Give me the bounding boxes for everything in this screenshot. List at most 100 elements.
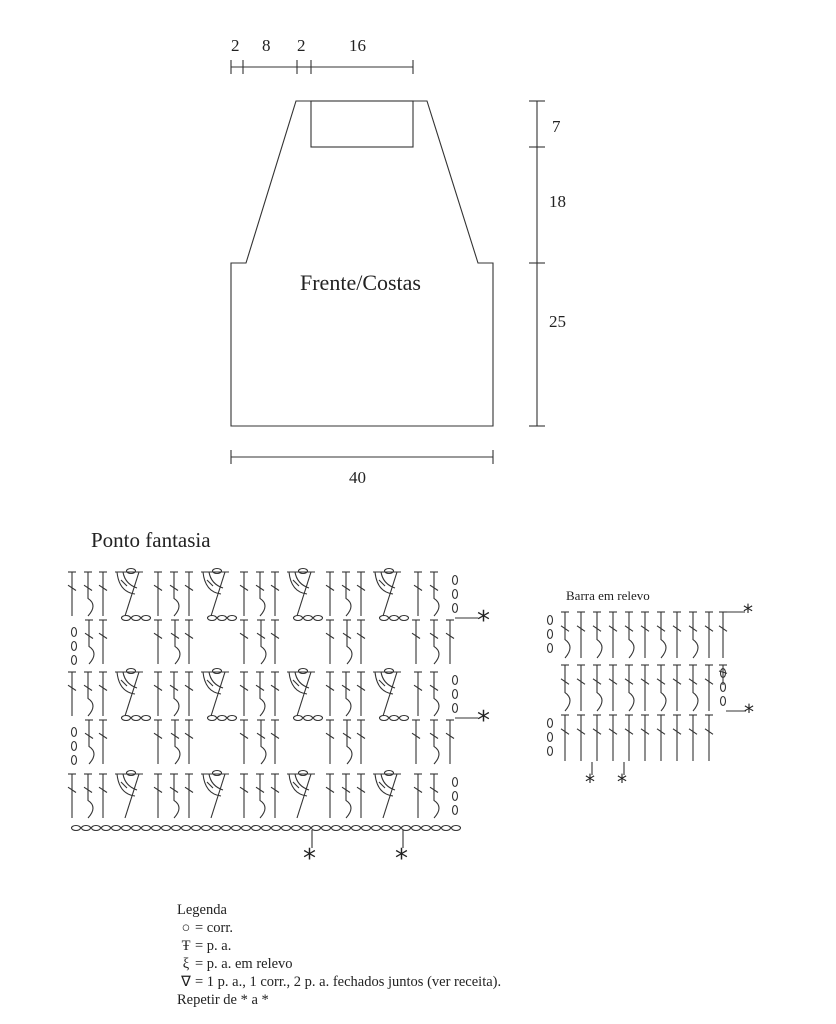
double-crochet-symbol	[576, 714, 586, 761]
dim-top-4: 16	[349, 36, 366, 55]
double-crochet-symbol	[67, 571, 77, 616]
shell-arc	[122, 571, 138, 589]
shell-cluster-symbol	[373, 769, 401, 819]
chain-symbol	[130, 614, 142, 622]
double-crochet-symbol	[98, 719, 108, 764]
stitch-stem	[433, 720, 440, 765]
stitch-bar	[672, 728, 682, 735]
chain-symbol	[388, 714, 400, 722]
double-crochet-symbol	[270, 719, 280, 764]
shell-bar	[378, 579, 386, 587]
chain-symbol	[410, 824, 422, 832]
repeat-asterisk: *	[744, 700, 754, 724]
relief-double-crochet-symbol	[256, 619, 267, 665]
top-dimension-line	[230, 60, 414, 74]
chain-symbol	[378, 714, 390, 722]
chain-symbol	[216, 614, 228, 622]
chain-symbol	[451, 776, 459, 788]
stitch-bar	[672, 678, 682, 685]
double-crochet-symbol	[98, 619, 108, 664]
stitch-stem	[345, 572, 352, 617]
chain-symbol	[398, 714, 410, 722]
shell-arc	[294, 571, 310, 589]
relief-double-crochet-symbol	[342, 719, 353, 765]
chain-symbol	[70, 824, 82, 832]
chain-symbol	[297, 769, 309, 777]
shell-cluster-symbol	[115, 667, 143, 717]
stitch-stem	[346, 720, 353, 765]
double-crochet-symbol	[184, 619, 194, 664]
chain-symbol	[210, 824, 222, 832]
stitch-bar	[325, 684, 335, 691]
stitch-bar	[342, 732, 352, 739]
relief-double-crochet-symbol	[255, 671, 266, 717]
stitch-bar	[239, 584, 249, 591]
stitch-bar	[84, 632, 94, 639]
legend-item: ∇= 1 p. a., 1 corr., 2 p. a. fechados ju…	[177, 973, 501, 991]
stitch-stem	[346, 620, 353, 665]
double-crochet-symbol	[325, 773, 335, 818]
relief-double-crochet-symbol	[83, 671, 94, 717]
shell-arc	[116, 671, 136, 695]
stitch-stem	[660, 612, 667, 659]
stitch-bar	[325, 732, 335, 739]
stitch-bar	[356, 732, 366, 739]
legend-item: Ŧ= p. a.	[177, 937, 501, 955]
double-crochet-symbol	[184, 719, 194, 764]
stitch-bar	[153, 732, 163, 739]
stitch-bar	[688, 625, 698, 632]
relief-double-crochet-symbol	[624, 664, 635, 712]
stitch-bar	[153, 584, 163, 591]
double-crochet-symbol	[356, 773, 366, 818]
chain-symbol	[190, 824, 202, 832]
double-crochet-symbol	[356, 619, 366, 664]
stitch-bar	[445, 632, 455, 639]
shell-arc	[380, 671, 396, 689]
chain-symbol	[206, 614, 218, 622]
relief-double-crochet-symbol	[429, 619, 440, 665]
chain-symbol	[546, 717, 554, 729]
relief-double-crochet-symbol	[592, 611, 603, 659]
stitch-bar	[624, 728, 634, 735]
stitch-bar	[256, 732, 266, 739]
stitch-stem	[433, 672, 440, 717]
relief-double-crochet-symbol	[170, 619, 181, 665]
double-crochet-symbol	[718, 664, 728, 685]
double-crochet-symbol	[270, 773, 280, 818]
stitch-bar	[718, 625, 728, 632]
stitch-bar	[184, 732, 194, 739]
relief-double-crochet-symbol	[560, 664, 571, 712]
chain-symbol	[180, 824, 192, 832]
chain-symbol	[90, 824, 102, 832]
chain-symbol	[220, 824, 232, 832]
chain-symbol	[80, 824, 92, 832]
chain-symbol	[125, 667, 137, 675]
chain-symbol	[226, 714, 238, 722]
double-crochet-symbol	[672, 664, 682, 711]
double-crochet-symbol	[411, 719, 421, 764]
stitch-stem	[174, 720, 181, 765]
stitch-bar	[325, 584, 335, 591]
stitch-bar	[688, 728, 698, 735]
relief-double-crochet-symbol	[341, 773, 352, 819]
shell-arc	[122, 773, 138, 791]
double-crochet-symbol	[270, 619, 280, 664]
shell-arc	[380, 571, 396, 589]
chain-symbol	[70, 726, 78, 738]
repeat-asterisk: *	[743, 600, 753, 624]
relief-double-crochet-symbol	[688, 664, 699, 712]
chain-symbol	[70, 740, 78, 752]
chain-symbol	[280, 824, 292, 832]
stitch-bar	[608, 728, 618, 735]
double-crochet-symbol	[153, 571, 163, 616]
chain-symbol	[451, 574, 459, 586]
stitch-bar	[239, 786, 249, 793]
stitch-stem	[564, 612, 571, 659]
stitch-stem	[87, 672, 94, 717]
stitch-bar	[67, 584, 77, 591]
stitch-stem	[173, 672, 180, 717]
chain-symbol	[290, 824, 302, 832]
stitch-bar	[83, 584, 93, 591]
stitch-bar	[98, 786, 108, 793]
